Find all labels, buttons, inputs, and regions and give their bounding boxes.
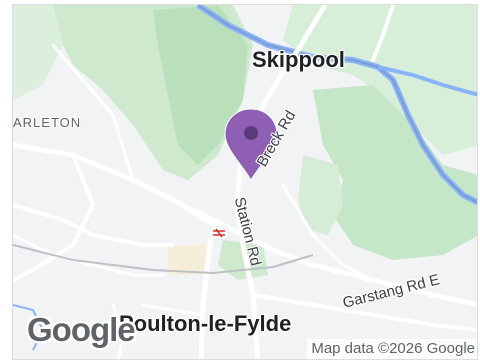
- woodland-area: [153, 5, 248, 165]
- woodland-area: [298, 155, 343, 235]
- road: [13, 153, 96, 282]
- river: [197, 5, 477, 204]
- stream: [13, 304, 45, 351]
- road: [141, 303, 205, 317]
- map-view[interactable]: Skippool ARLETON Breck Rd Station Rd Gar…: [12, 4, 478, 360]
- urban-area: [168, 245, 208, 275]
- place-label-carleton: ARLETON: [13, 115, 82, 130]
- road: [13, 233, 165, 277]
- road: [281, 183, 375, 282]
- road: [371, 5, 395, 62]
- place-label-poulton-le-fylde: Poulton-le-Fylde: [119, 311, 292, 336]
- road: [13, 203, 175, 247]
- road: [251, 293, 477, 332]
- woodland-area: [313, 85, 477, 260]
- map-tiles: [13, 5, 477, 359]
- road: [198, 217, 216, 359]
- google-logo: Google: [27, 311, 136, 348]
- road: [51, 43, 135, 182]
- railway: [13, 244, 314, 275]
- river: [196, 5, 477, 206]
- woodland-area: [218, 240, 268, 280]
- woodland-area: [283, 5, 477, 155]
- rail-station-icon: [209, 226, 229, 240]
- river: [377, 65, 477, 97]
- map-attribution[interactable]: Map data ©2026 Google: [307, 339, 477, 359]
- place-label-skippool: Skippool: [252, 47, 345, 72]
- location-pin-icon: [224, 108, 278, 181]
- woodland-area: [13, 5, 63, 100]
- road: [111, 303, 125, 359]
- road: [234, 142, 261, 359]
- road: [190, 207, 477, 308]
